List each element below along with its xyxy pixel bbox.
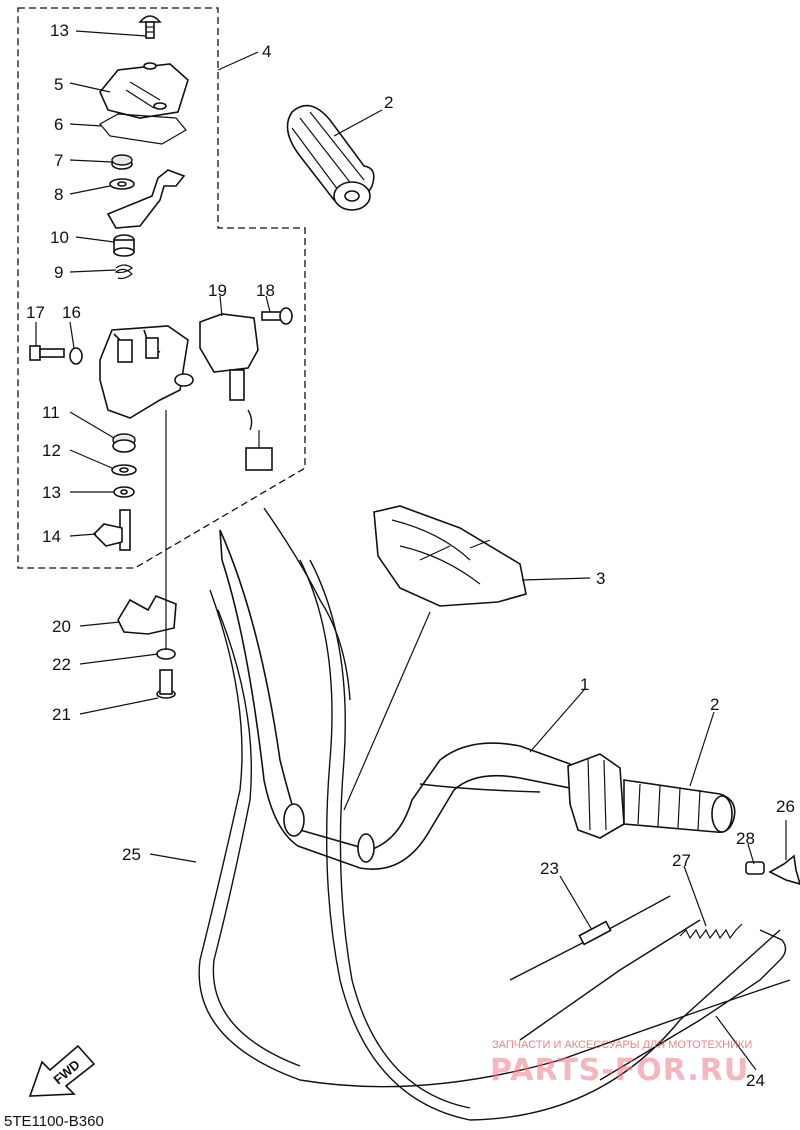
callout-8: 8 [54,185,63,204]
part-14-lever [92,509,131,551]
callout-4: 4 [262,42,271,61]
part-5-cover [99,62,189,119]
callout-2-lower: 2 [710,695,719,714]
part-27-spring [679,923,743,940]
part-3-handlebar-pad [373,505,527,607]
part-16-nut [69,347,83,365]
part-2-grip-lower [623,779,736,834]
callout-12: 12 [42,441,61,460]
part-25-cable [198,589,791,1088]
callout-27: 27 [672,851,691,870]
throttle-cable [263,507,541,793]
callout-2-upper: 2 [384,93,393,112]
bracket [106,169,186,229]
watermark-tagline: ЗАПЧАСТИ И АКСЕССУАРЫ ДЛЯ МОТОТЕХНИКИ [492,1039,752,1051]
part-20-clamp [117,594,177,635]
callout-5: 5 [54,75,63,94]
part-8-washer [109,178,135,190]
callout-10: 10 [50,228,69,247]
part-21-screw [156,669,176,699]
callout-21: 21 [52,705,71,724]
callout-17: 17 [26,303,45,322]
part-24-end [599,929,787,1081]
callout-20: 20 [52,617,71,636]
part-15-screw [138,15,162,39]
callout-24: 24 [746,1071,765,1090]
throttle-housing [567,753,625,839]
callout-1: 1 [580,675,589,694]
part-17-bolt [29,345,65,361]
callout-22: 22 [52,655,71,674]
callout-28: 28 [736,829,755,848]
callout-labels: 13 5 6 7 8 10 9 17 16 19 18 11 12 13 14 … [26,21,795,1090]
part-6-gasket [99,113,187,145]
callout-26: 26 [776,797,795,816]
part-13-washer [113,486,135,498]
callout-9: 9 [54,263,63,282]
cable-24-inner [309,559,471,1109]
part-19-switch [199,313,273,471]
callout-19: 19 [208,281,227,300]
part-18-screw [261,307,293,325]
part-9-spring [114,264,134,280]
callout-18: 18 [256,281,275,300]
callout-11: 11 [42,403,60,422]
callout-25: 25 [122,845,141,864]
part-26-wingnut [768,854,800,885]
watermark-logo: PARTS-FOR.RU [490,1053,749,1088]
fwd-arrow: FWD [28,1044,96,1097]
callout-3: 3 [596,569,605,588]
part-7-nut [111,154,133,170]
part-24-cable [299,559,781,1121]
callout-23: 23 [540,859,559,878]
part-28-collar [745,861,765,875]
callout-16: 16 [62,303,81,322]
callout-14: 14 [42,527,61,546]
part-12-washer [111,464,137,476]
assembly-4-boundary [17,7,306,569]
part-10-collar [113,234,135,257]
cable-25-inner [212,609,301,1067]
watermark: ЗАПЧАСТИ И АКСЕССУАРЫ ДЛЯ МОТОТЕХНИКИ PA… [490,1039,752,1088]
part-2-grip-upper [286,104,375,211]
callout-13: 13 [42,483,61,502]
part-23-adjuster [578,920,612,946]
callout-15: 13 [50,21,69,40]
diagram-code: 5TE1100-B360 [4,1113,104,1130]
leader-lines [35,30,787,1071]
part-22-washer [156,648,176,660]
switch-housing [99,325,194,419]
part-11-nut [112,433,136,453]
callout-6: 6 [54,115,63,134]
callout-7: 7 [54,151,63,170]
part-27-cable [519,919,701,1041]
